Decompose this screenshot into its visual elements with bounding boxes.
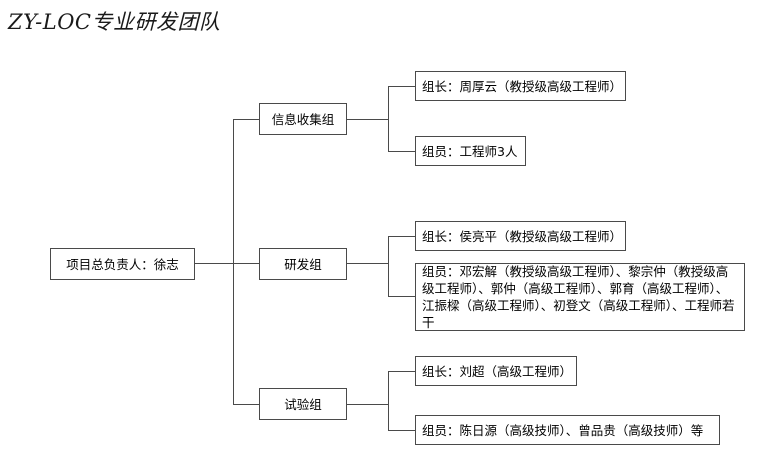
node-group-research-development: 研发组 [259, 248, 347, 280]
connector-info-to-members [388, 151, 415, 152]
connector-rd-to-leader [388, 236, 415, 237]
node-group-info-collection-label: 信息收集组 [271, 111, 335, 127]
connector-rd-group-out [347, 263, 388, 264]
node-group-testing: 试验组 [259, 388, 347, 420]
node-group-info-collection: 信息收集组 [259, 103, 347, 135]
node-project-director: 项目总负责人：徐志 [50, 248, 195, 280]
connector-main-trunk [233, 119, 234, 405]
node-group-research-development-label: 研发组 [284, 256, 322, 272]
node-info-group-members-label: 组员：工程师3人 [422, 143, 518, 159]
node-test-group-members: 组员：陈日源（高级技师）、曾品贵（高级技师）等 [415, 415, 720, 445]
connector-rd-splitter [388, 236, 389, 297]
node-rd-group-leader-label: 组长：侯亮平（教授级高级工程师） [422, 228, 623, 244]
connector-root-to-trunk [195, 263, 233, 264]
node-project-director-label: 项目总负责人：徐志 [66, 256, 179, 272]
node-test-group-leader: 组长：刘超（高级工程师） [415, 356, 577, 386]
node-info-group-leader: 组长：周厚云（教授级高级工程师） [415, 71, 626, 101]
connector-info-group-out [347, 119, 388, 120]
connector-test-splitter [388, 371, 389, 431]
node-test-group-members-label: 组员：陈日源（高级技师）、曾品贵（高级技师）等 [422, 422, 704, 438]
node-info-group-members: 组员：工程师3人 [415, 136, 526, 166]
node-test-group-leader-label: 组长：刘超（高级工程师） [422, 363, 573, 379]
connector-rd-to-members [388, 296, 415, 297]
node-rd-group-members-label: 组员：邓宏解（教授级高级工程师）、黎宗仲（教授级高级工程师）、郭仲（高级工程师）… [422, 264, 735, 330]
page-title: ZY-LOC专业研发团队 [8, 10, 221, 34]
connector-test-to-members [388, 430, 415, 431]
node-group-testing-label: 试验组 [284, 396, 322, 412]
connector-trunk-to-rd-group [233, 263, 259, 264]
connector-trunk-to-test-group [233, 404, 259, 405]
connector-test-to-leader [388, 371, 415, 372]
node-rd-group-leader: 组长：侯亮平（教授级高级工程师） [415, 221, 626, 251]
connector-info-splitter [388, 86, 389, 152]
connector-info-to-leader [388, 86, 415, 87]
connector-trunk-to-info-group [233, 119, 259, 120]
node-rd-group-members: 组员：邓宏解（教授级高级工程师）、黎宗仲（教授级高级工程师）、郭仲（高级工程师）… [415, 263, 745, 331]
connector-test-group-out [347, 404, 388, 405]
node-info-group-leader-label: 组长：周厚云（教授级高级工程师） [422, 78, 623, 94]
